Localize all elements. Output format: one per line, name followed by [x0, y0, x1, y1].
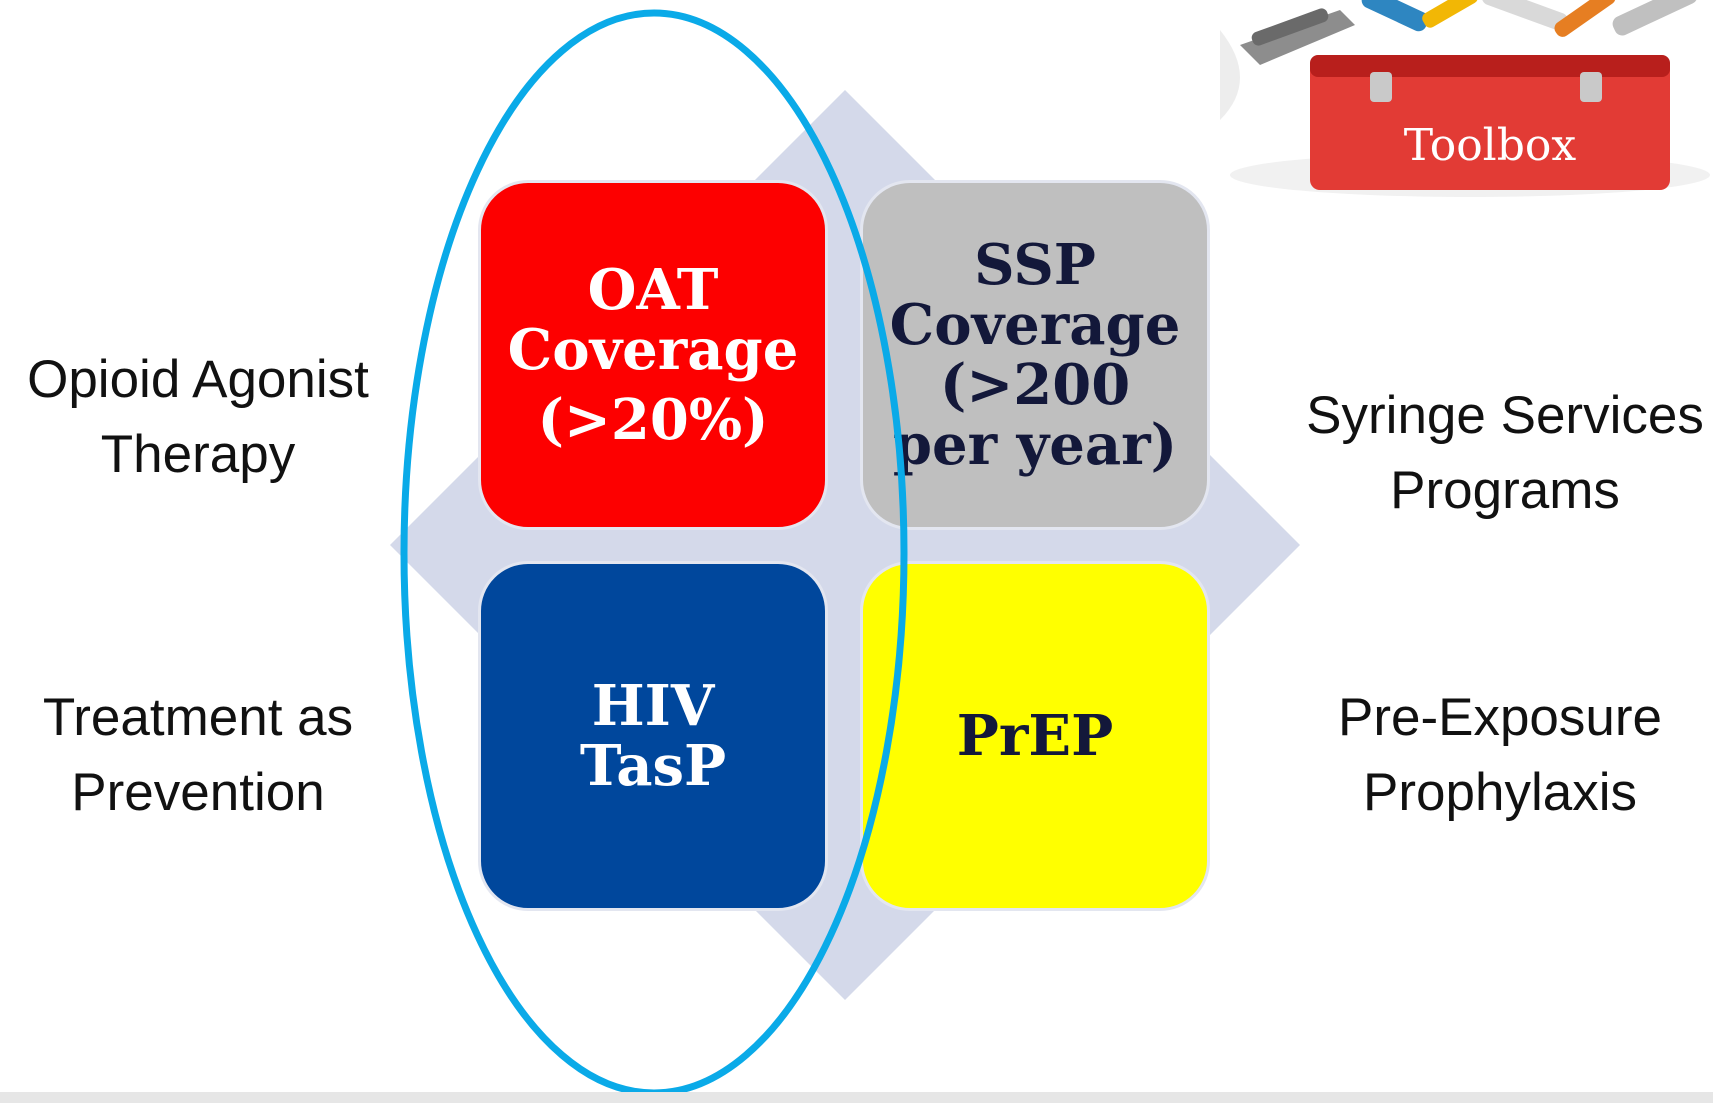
tile-ssp-coverage: SSP Coverage (>200 per year)	[860, 180, 1210, 530]
label-line: Therapy	[100, 425, 296, 484]
tile-line: per year)	[892, 412, 1178, 478]
latch-icon	[1370, 72, 1602, 102]
tile-line: (>200	[939, 352, 1131, 418]
label-treatment-as-prevention: Treatment as Prevention	[0, 680, 398, 830]
label-line: Syringe Services	[1306, 386, 1704, 445]
tile-line: Coverage	[889, 292, 1181, 358]
toolbox-icon	[1220, 0, 1710, 197]
label-line: Programs	[1390, 461, 1620, 520]
label-line: Prophylaxis	[1363, 763, 1637, 822]
label-line: Pre-Exposure	[1337, 688, 1663, 747]
label-line: Treatment as	[42, 688, 354, 747]
tile-line: TasP	[579, 733, 727, 799]
tools-icon	[1220, 0, 1698, 120]
toolbox-label: Toolbox	[1403, 120, 1577, 171]
tile-hiv-tasp: HIV TasP	[478, 561, 828, 911]
tile-line: Coverage	[507, 317, 799, 383]
label-syringe-services-programs: Syringe Services Programs	[1305, 378, 1705, 528]
tile-prep: PrEP	[860, 561, 1210, 911]
tile-line: (>20%)	[537, 387, 769, 453]
label-line: Prevention	[71, 763, 325, 822]
label-line: Opioid Agonist	[27, 350, 369, 409]
label-pre-exposure-prophylaxis: Pre-Exposure Prophylaxis	[1300, 680, 1700, 830]
label-opioid-agonist-therapy: Opioid Agonist Therapy	[0, 342, 398, 492]
tile-line: SSP	[974, 232, 1096, 298]
tile-line: OAT	[587, 257, 719, 323]
tile-line: PrEP	[956, 703, 1114, 769]
bottom-divider	[0, 1092, 1713, 1103]
tile-line: HIV	[591, 673, 715, 739]
tile-oat-coverage: OAT Coverage (>20%)	[478, 180, 828, 530]
